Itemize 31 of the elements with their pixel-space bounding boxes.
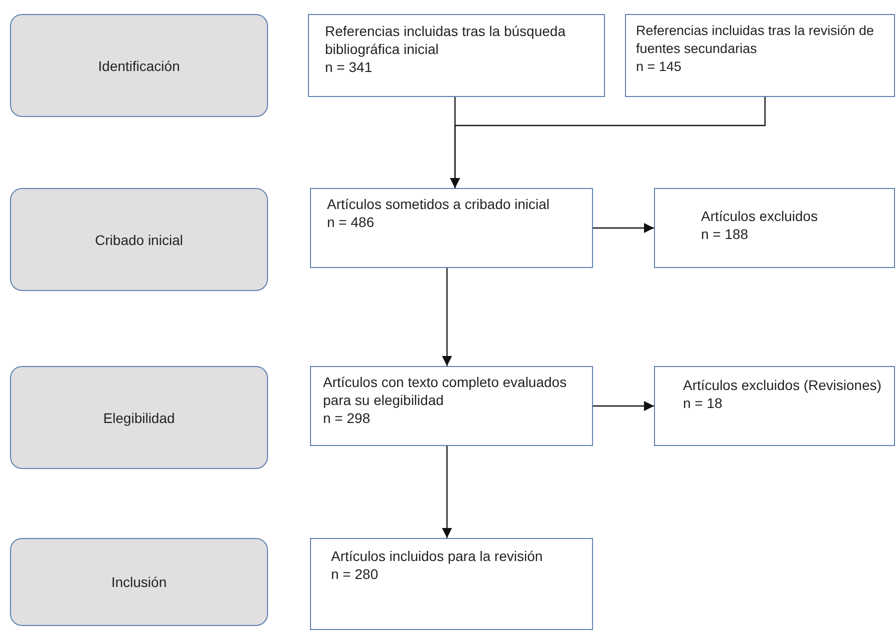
box-text: Artículos sometidos a cribado inicial: [327, 195, 551, 213]
stage-box: [10, 14, 268, 117]
box-text: Artículos incluidos para la revisión: [331, 547, 544, 565]
box-text: Artículos excluidos (Revisiones): [683, 376, 882, 394]
arrow: [442, 446, 452, 538]
count-label: n = 486: [327, 213, 376, 231]
stage-box: [10, 366, 268, 469]
process-box: [310, 188, 593, 268]
count-label: n = 145: [636, 58, 682, 76]
process-box: [654, 366, 895, 446]
process-box: [310, 538, 593, 630]
count-label: n = 280: [331, 565, 380, 583]
stage-label: Cribado inicial: [95, 230, 183, 248]
arrow: [593, 401, 654, 411]
process-box: [310, 366, 593, 446]
box-text: Artículos excluidos: [701, 207, 819, 225]
stage-box: [10, 188, 268, 291]
count-label: n = 298: [323, 409, 372, 427]
count-label: n = 188: [701, 225, 750, 243]
count-label: n = 18: [683, 394, 724, 412]
count-label: n = 341: [325, 58, 374, 76]
process-box: [625, 14, 895, 97]
stage-label: Elegibilidad: [103, 408, 175, 426]
arrow: [450, 97, 766, 188]
arrow: [593, 223, 654, 233]
stage-box: [10, 538, 268, 626]
process-box: [654, 188, 895, 268]
process-box: [308, 14, 605, 97]
arrow: [442, 268, 452, 366]
stage-label: Identificación: [98, 56, 180, 74]
stage-label: Inclusión: [111, 573, 167, 591]
